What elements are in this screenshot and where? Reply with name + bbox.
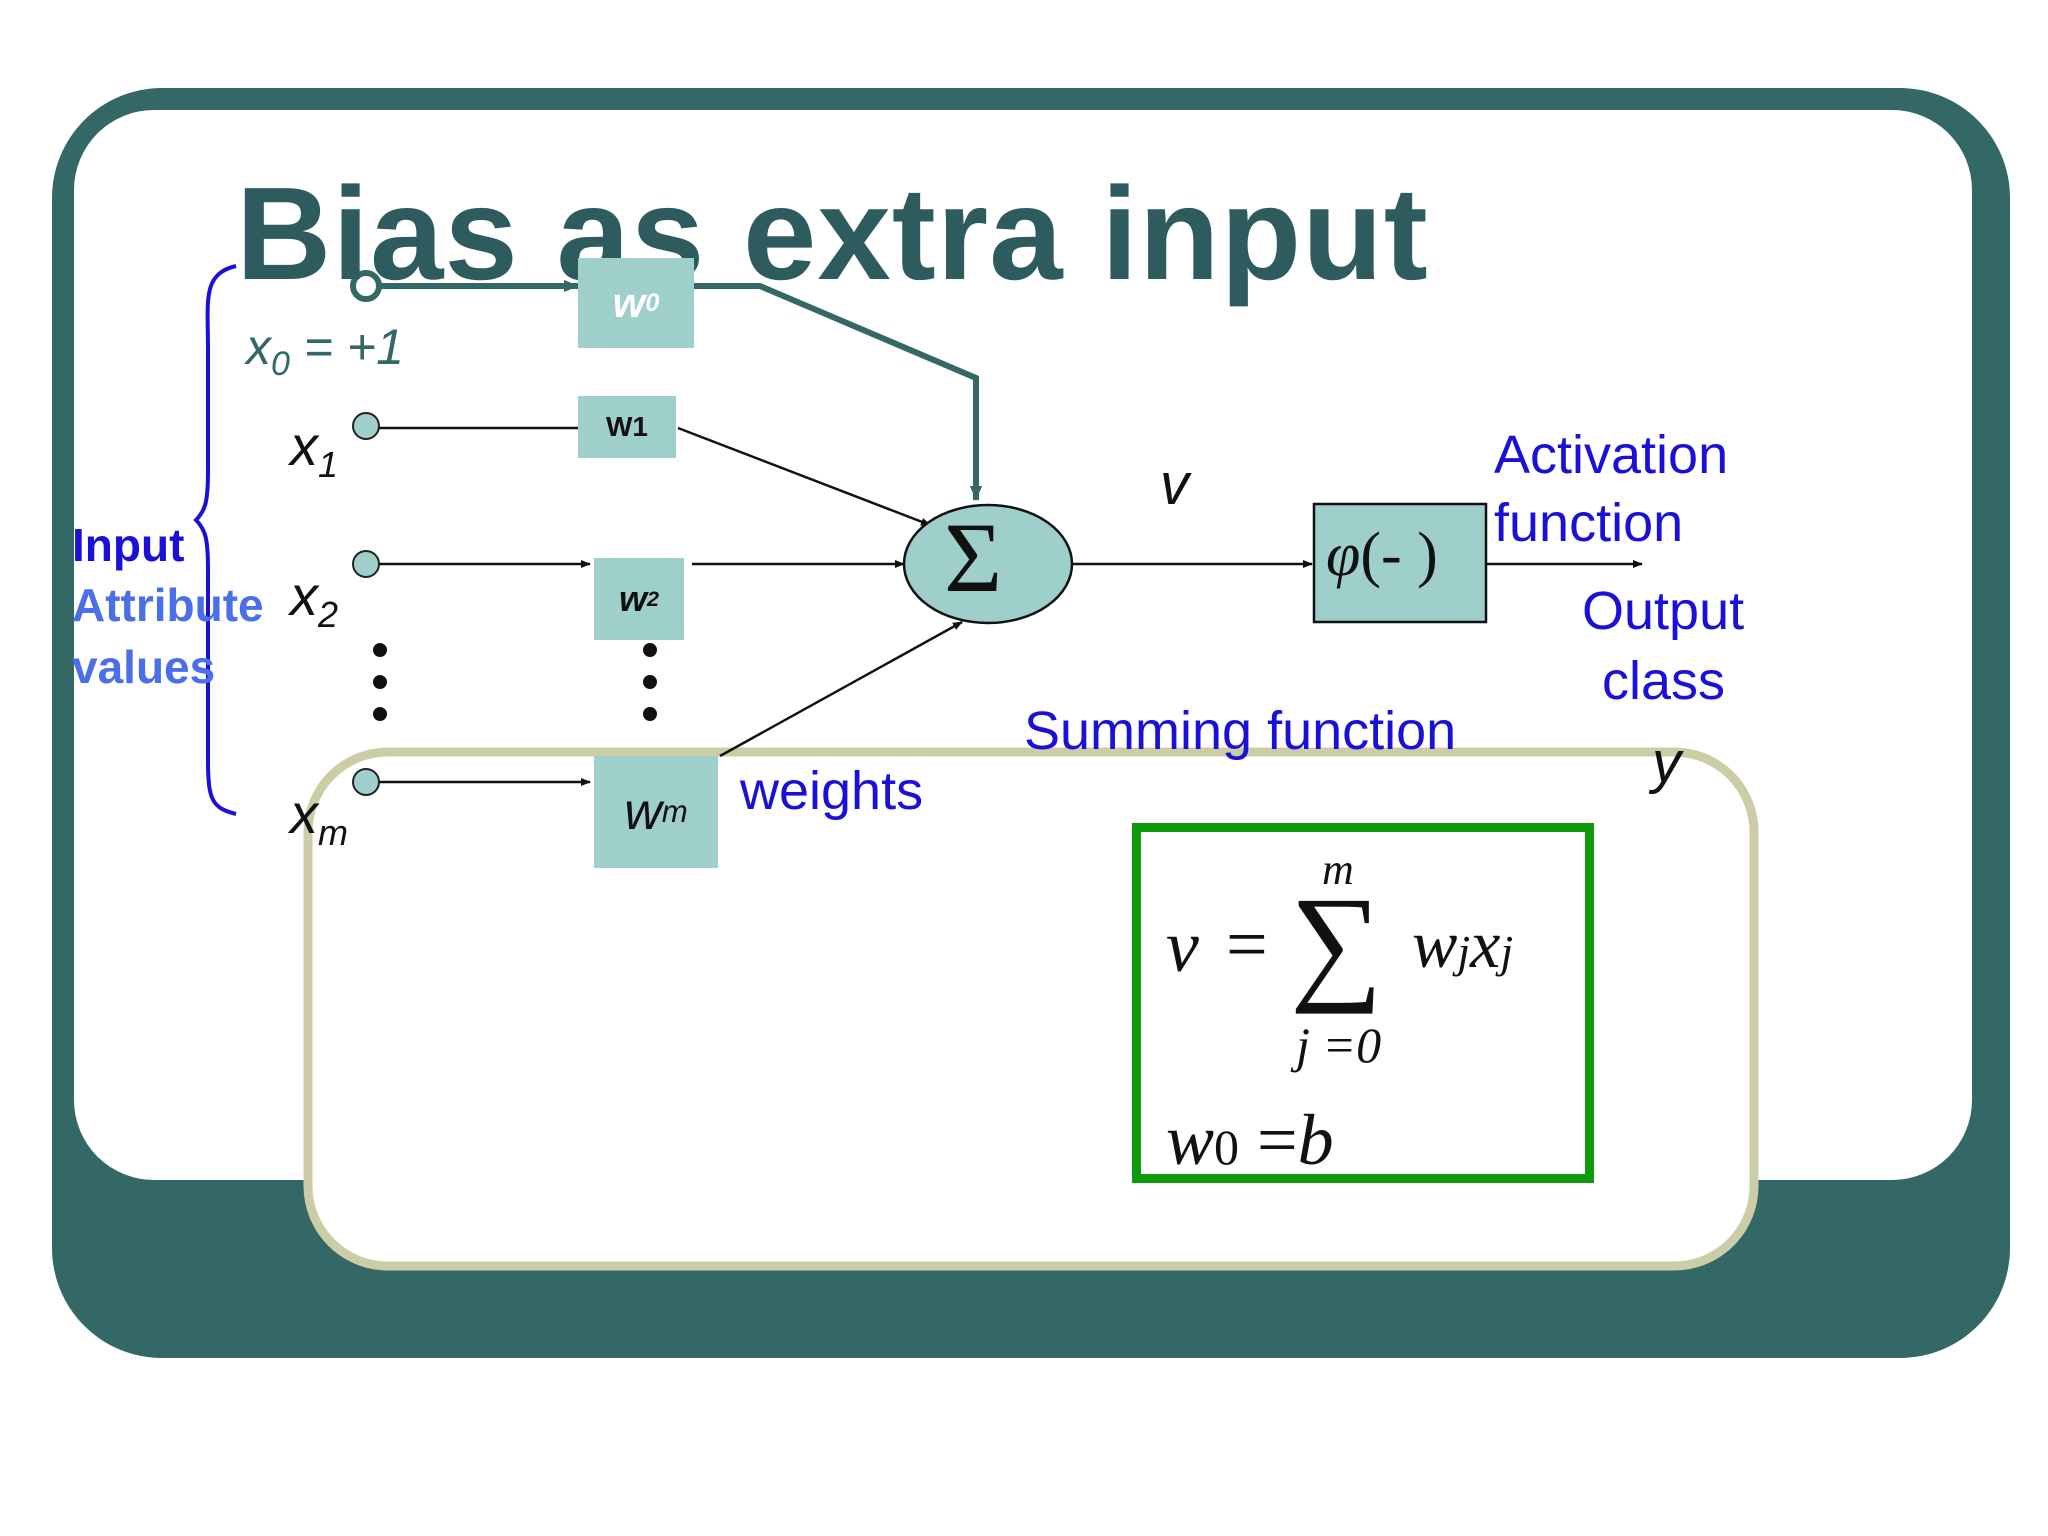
bias-w: w <box>1166 1100 1215 1180</box>
w2-name: w <box>618 578 647 619</box>
input-label: Input <box>72 519 185 571</box>
formula-bias: w0 =b <box>1166 1104 1334 1176</box>
formula-sum-symbol: ∑ <box>1290 871 1383 1015</box>
activation-symbol: φ(- ) <box>1326 524 1438 586</box>
phi-args: (- ) <box>1360 521 1438 589</box>
xm-node <box>352 768 380 796</box>
attribute-label: Attribute <box>72 579 264 631</box>
output-label-line1: Output <box>1582 581 1745 641</box>
summing-function-label: Summing function <box>1024 701 1457 761</box>
w1-to-sum-arrow <box>677 426 931 527</box>
formula-x: x <box>1470 906 1501 982</box>
w1-label: W1 <box>606 411 648 442</box>
x0-tail: = +1 <box>289 319 404 375</box>
formula-w-sub: j <box>1457 926 1471 977</box>
formula-upper-limit: m <box>1322 845 1354 894</box>
y-label: y <box>1652 730 1681 795</box>
summing-symbol: Σ <box>944 502 1003 613</box>
input-brace <box>193 264 237 816</box>
bias-b: b <box>1297 1100 1334 1180</box>
bias-w-sub: 0 <box>1214 1119 1240 1175</box>
x1-label: x1 <box>290 418 338 483</box>
formula-x-sub: j <box>1500 926 1514 977</box>
weights-label: weights <box>740 761 924 821</box>
x2-name: x <box>290 564 318 627</box>
x0-name: x <box>246 319 271 375</box>
x1-name: x <box>290 414 318 477</box>
values-label: values <box>72 641 216 693</box>
formula-equals: = <box>1226 904 1268 986</box>
input-ellipsis <box>373 643 387 721</box>
activation-label-line2: function <box>1494 493 1684 553</box>
w2-sub: 2 <box>647 586 660 611</box>
x1-sub: 1 <box>318 444 339 486</box>
wm-sub: m <box>661 794 688 829</box>
x0-sub: 0 <box>271 345 290 383</box>
w0-to-sum-arrow <box>692 283 982 501</box>
weight-ellipsis <box>643 643 657 721</box>
x2-sub: 2 <box>318 594 339 636</box>
x1-node <box>352 412 380 440</box>
formula-box <box>1132 823 1594 1183</box>
formula-lhs: v <box>1166 906 1199 988</box>
x2-node <box>352 550 380 578</box>
weight-w1-box: W1 <box>578 396 676 458</box>
formula-w: w <box>1412 906 1458 982</box>
formula-lower-limit: j =0 <box>1296 1017 1382 1073</box>
x0-label: x0 = +1 <box>246 322 404 381</box>
activation-label-line1: Activation <box>1494 425 1729 485</box>
formula-term: wjxj <box>1412 910 1513 978</box>
wm-name: w <box>624 783 662 841</box>
wm-to-sum-arrow <box>719 620 963 758</box>
output-label-line2: class <box>1602 651 1726 711</box>
bias-equals: = <box>1257 1100 1298 1180</box>
xm-sub: m <box>318 812 348 854</box>
xm-label: xm <box>290 786 348 851</box>
w0-sub: 0 <box>645 288 660 317</box>
w0-name: w <box>612 279 646 326</box>
phi-symbol: φ <box>1326 521 1361 589</box>
slide-title: Bias as extra input <box>236 160 1429 307</box>
x2-label: x2 <box>290 568 338 633</box>
v-label: v <box>1160 452 1189 517</box>
xm-name: x <box>290 782 318 845</box>
